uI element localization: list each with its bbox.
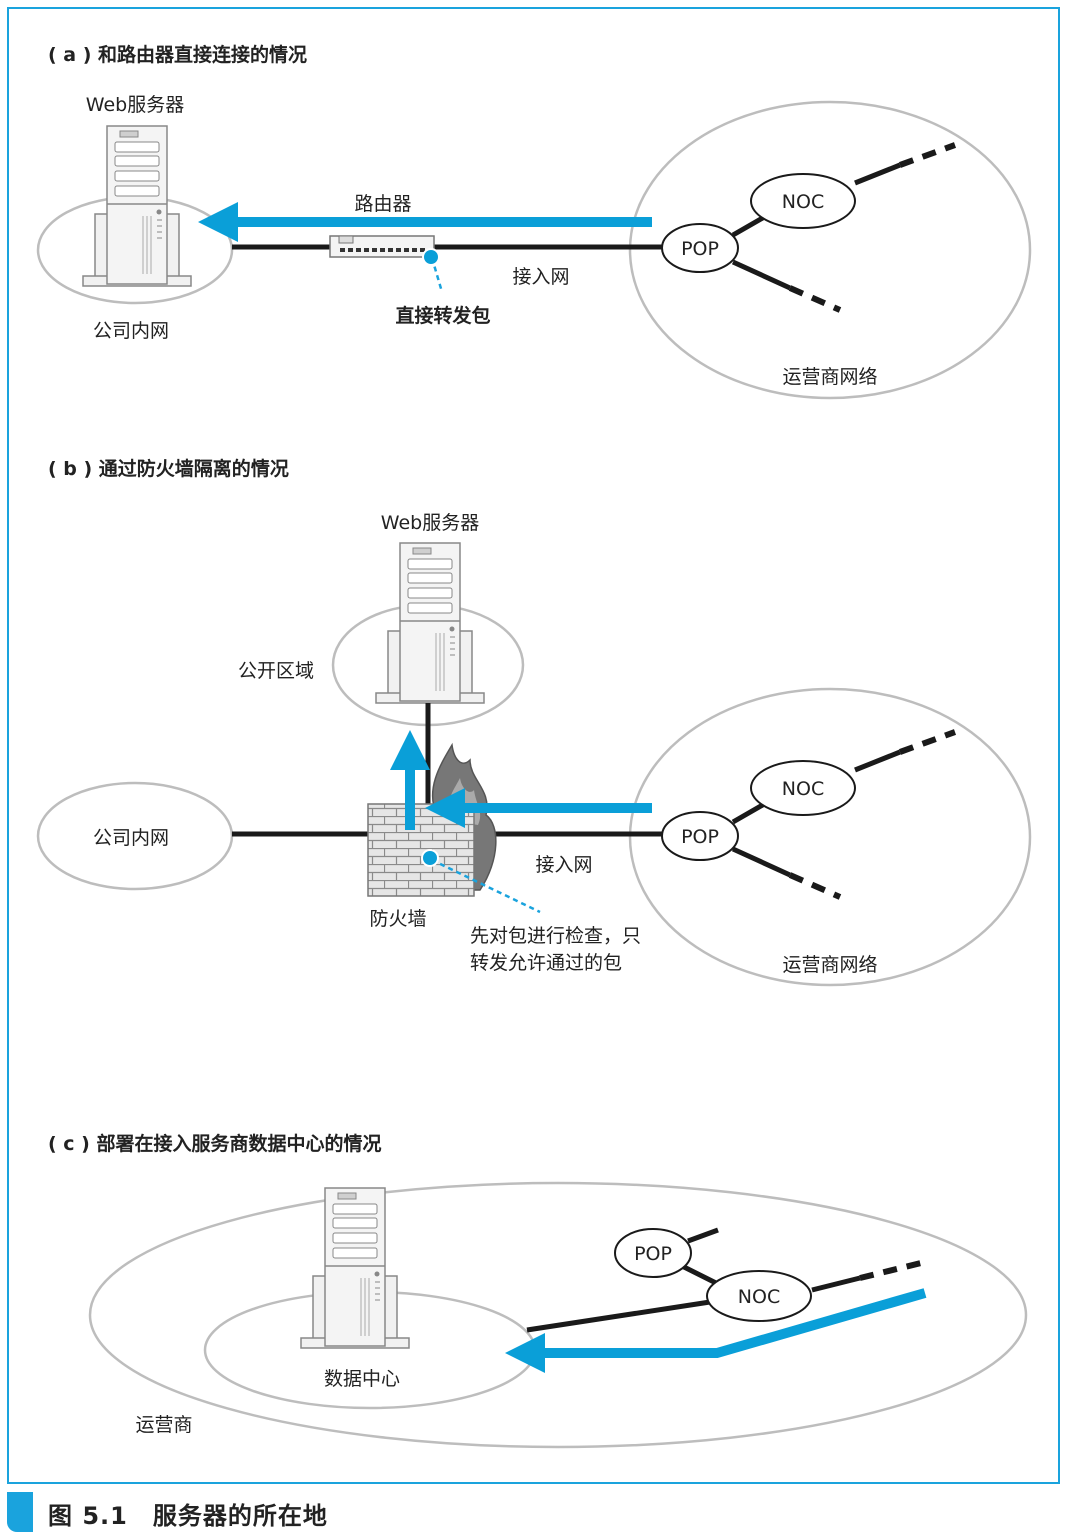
carrier-label: 运营商	[135, 1414, 192, 1436]
pop-downlink	[731, 846, 792, 878]
carrier-ellipse	[88, 1181, 1028, 1449]
inspection-note-line2: 转发允许通过的包	[470, 952, 622, 974]
datacenter-label: 数据中心	[324, 1368, 400, 1390]
figure-caption: 图 5.1 服务器的所在地	[48, 1502, 328, 1530]
firewall-marker	[421, 849, 439, 867]
server-label: Web服务器	[381, 512, 479, 534]
note-leader	[431, 858, 541, 914]
pop-label: POP	[681, 826, 719, 848]
noc-label: NOC	[738, 1286, 780, 1308]
noc-label: NOC	[782, 778, 824, 800]
pop-noc-links	[678, 1227, 861, 1293]
pop-label: POP	[634, 1243, 672, 1265]
carrier-label: 运营商网络	[782, 366, 877, 388]
panel-b: ( b ) 通过防火墙隔离的情况 POP NOC Web服务器 公开区域 公司内…	[36, 457, 1032, 987]
firewall-icon	[367, 803, 475, 897]
firewall-label: 防火墙	[369, 908, 426, 930]
panel-c: ( c ) 部署在接入服务商数据中心的情况 POP NOC 数据中心 运营商	[48, 1132, 1028, 1449]
pop-node	[661, 223, 739, 273]
access-net-label: 接入网	[512, 266, 569, 288]
noc-node	[706, 1270, 812, 1322]
note-leader	[430, 257, 444, 293]
panel-b-heading: ( b ) 通过防火墙隔离的情况	[48, 457, 289, 480]
router-marker	[422, 248, 440, 266]
server-label: Web服务器	[86, 94, 184, 116]
noc-node	[750, 760, 856, 816]
pop-downlink	[731, 259, 792, 291]
inspection-note-line1: 先对包进行检查，只	[470, 925, 641, 947]
figure-frame	[7, 7, 1060, 1484]
noc-uplink-dashed	[898, 729, 957, 755]
noc-uplink-dashed	[898, 142, 957, 168]
web-server-icon	[375, 542, 485, 704]
access-net-label: 接入网	[535, 854, 592, 876]
pop-label: POP	[681, 238, 719, 260]
noc-label: NOC	[782, 191, 824, 213]
lan-label: 公司内网	[93, 320, 169, 342]
pop-node	[661, 811, 739, 861]
caption-accent-bar	[7, 1492, 33, 1532]
packet-flow-arrow	[505, 1288, 927, 1373]
panel-c-heading: ( c ) 部署在接入服务商数据中心的情况	[48, 1132, 381, 1155]
lan-label: 公司内网	[93, 827, 169, 849]
pop-node	[614, 1228, 692, 1278]
panel-a: ( a ) 和路由器直接连接的情况 POP NOC Web服务器 路由器 接入网…	[36, 43, 1032, 400]
noc-uplink-dashed	[859, 1259, 926, 1281]
direct-forward-note: 直接转发包	[395, 304, 490, 327]
network-diagram: ( a ) 和路由器直接连接的情况 POP NOC Web服务器 路由器 接入网…	[36, 43, 1032, 1449]
datacenter-link	[526, 1299, 711, 1333]
carrier-network-ellipse	[628, 100, 1032, 400]
router-label: 路由器	[354, 193, 411, 215]
web-server-icon	[82, 125, 192, 287]
panel-a-heading: ( a ) 和路由器直接连接的情况	[48, 43, 307, 66]
router-icon	[329, 235, 435, 258]
pop-downlink-dashed	[788, 285, 842, 313]
pop-downlink-dashed	[788, 872, 842, 900]
noc-node	[750, 173, 856, 229]
carrier-network-ellipse	[628, 687, 1032, 987]
carrier-label: 运营商网络	[782, 954, 877, 976]
public-zone-label: 公开区域	[238, 660, 314, 682]
web-server-icon	[300, 1187, 410, 1349]
